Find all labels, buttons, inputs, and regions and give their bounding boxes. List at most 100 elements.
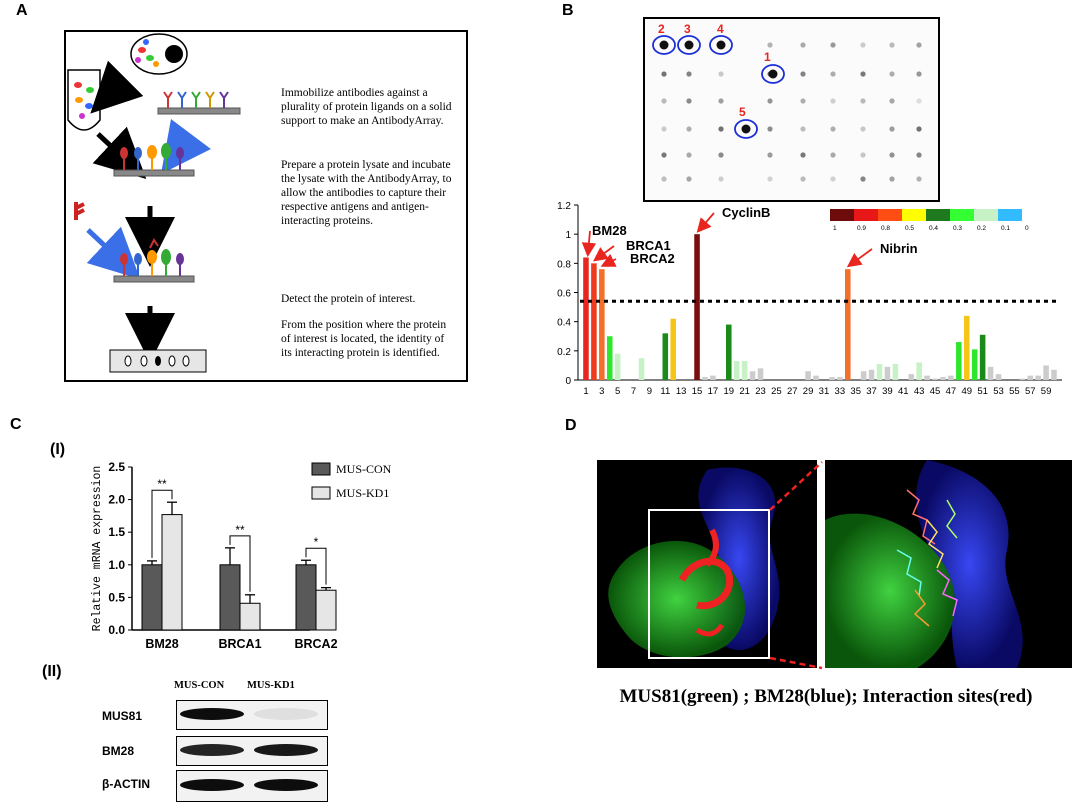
blot-spot	[686, 71, 692, 77]
bar	[591, 263, 597, 380]
workflow-illustration	[67, 33, 241, 373]
blot-label-bm28: BM28	[102, 744, 135, 758]
y-tick-label: 0.5	[108, 590, 125, 604]
workflow-diagram	[64, 30, 468, 382]
blot-spot	[860, 176, 866, 182]
bar	[979, 334, 986, 380]
annotation-label: CyclinB	[722, 205, 770, 220]
colorscale-label: 0.1	[1001, 225, 1010, 232]
annotation-arrow	[846, 248, 873, 268]
bar	[924, 375, 930, 380]
annotation-label: BM28	[592, 223, 627, 238]
blot-spot	[860, 71, 866, 77]
annotation-arrow	[600, 253, 617, 267]
blot-band-con	[180, 744, 244, 756]
colorscale-label: 0.2	[977, 225, 986, 232]
blot-spot	[767, 42, 773, 48]
solid-support-icon	[157, 107, 241, 115]
category-label: BRCA1	[218, 637, 261, 651]
blot-label-mus81: MUS81	[102, 709, 143, 723]
blot-spot	[800, 98, 806, 104]
blot-label-actin: β-ACTIN	[102, 777, 150, 791]
blot-spot	[889, 176, 895, 182]
step-3-text: Detect the protein of interest.	[281, 293, 416, 305]
spot-label: 5	[739, 105, 746, 119]
bar	[1035, 375, 1041, 380]
x-tick-label: 33	[835, 386, 846, 397]
bar	[161, 514, 183, 631]
colorscale-swatch	[998, 209, 1022, 221]
blot-spot	[716, 40, 726, 50]
highlight-circle	[677, 35, 701, 55]
bar	[971, 349, 978, 380]
highlight-circle	[761, 64, 785, 84]
bar	[844, 269, 851, 380]
blot-spot	[800, 126, 806, 132]
bar	[829, 377, 835, 380]
blot-spot	[661, 98, 667, 104]
spot-label: 2	[658, 22, 665, 36]
blot-spot	[916, 152, 922, 158]
blot-spot	[889, 42, 895, 48]
panel-label-b: B	[562, 2, 574, 19]
spot-label: 1	[764, 50, 771, 64]
bar	[837, 377, 843, 380]
bar	[868, 369, 875, 380]
panel-label-c: C	[10, 416, 22, 433]
y-tick-label: 0.6	[557, 289, 571, 300]
blot-spot	[686, 176, 692, 182]
y-tick-label: 0	[565, 376, 571, 387]
bar	[757, 368, 764, 380]
blot-spot	[800, 152, 806, 158]
blot-spot	[718, 176, 724, 182]
bar	[725, 324, 732, 380]
blot-spot	[860, 152, 866, 158]
bar	[599, 269, 605, 380]
blot-spot	[830, 42, 836, 48]
legend-swatch	[311, 462, 331, 476]
significance-bracket	[229, 535, 251, 592]
docking-structure	[608, 460, 1023, 668]
x-tick-label: 27	[787, 386, 798, 397]
bar	[813, 375, 819, 380]
colorscale-label: 0.3	[953, 225, 962, 232]
x-tick-label: 21	[739, 386, 750, 397]
blot-spot	[916, 71, 922, 77]
blot-spot	[718, 126, 724, 132]
x-tick-label: 39	[882, 386, 893, 397]
bar	[239, 602, 261, 631]
blot-bands	[180, 708, 318, 791]
blot-spot	[916, 42, 922, 48]
x-tick-label: 45	[930, 386, 941, 397]
blot-spot	[889, 126, 895, 132]
x-tick-label: 3	[599, 386, 604, 397]
bar	[702, 377, 708, 380]
x-tick-label: 13	[676, 386, 687, 397]
blot-spot	[684, 40, 694, 50]
bar	[606, 336, 613, 380]
bar	[733, 361, 740, 380]
bar	[987, 366, 994, 380]
significance-marker: **	[235, 523, 245, 537]
bar	[638, 358, 645, 380]
bar	[583, 257, 589, 380]
detection-antibody-icon	[74, 202, 85, 220]
x-tick-label: 15	[692, 386, 703, 397]
y-tick-label: 0.4	[557, 318, 571, 329]
y-tick-label: 0.8	[557, 259, 571, 270]
x-tick-label: 31	[819, 386, 830, 397]
bar	[908, 374, 915, 380]
blot-spot	[686, 98, 692, 104]
lane-label-kd: MUS-KD1	[247, 680, 295, 691]
x-tick-label: 41	[898, 386, 909, 397]
antibody-array-icon	[113, 169, 195, 177]
bar	[956, 342, 962, 380]
bar	[1019, 378, 1026, 380]
significance-bracket	[151, 489, 173, 558]
x-tick-label: 17	[708, 386, 719, 397]
bar	[995, 374, 1002, 380]
blot-spot	[718, 71, 724, 77]
blot-spot	[830, 176, 836, 182]
